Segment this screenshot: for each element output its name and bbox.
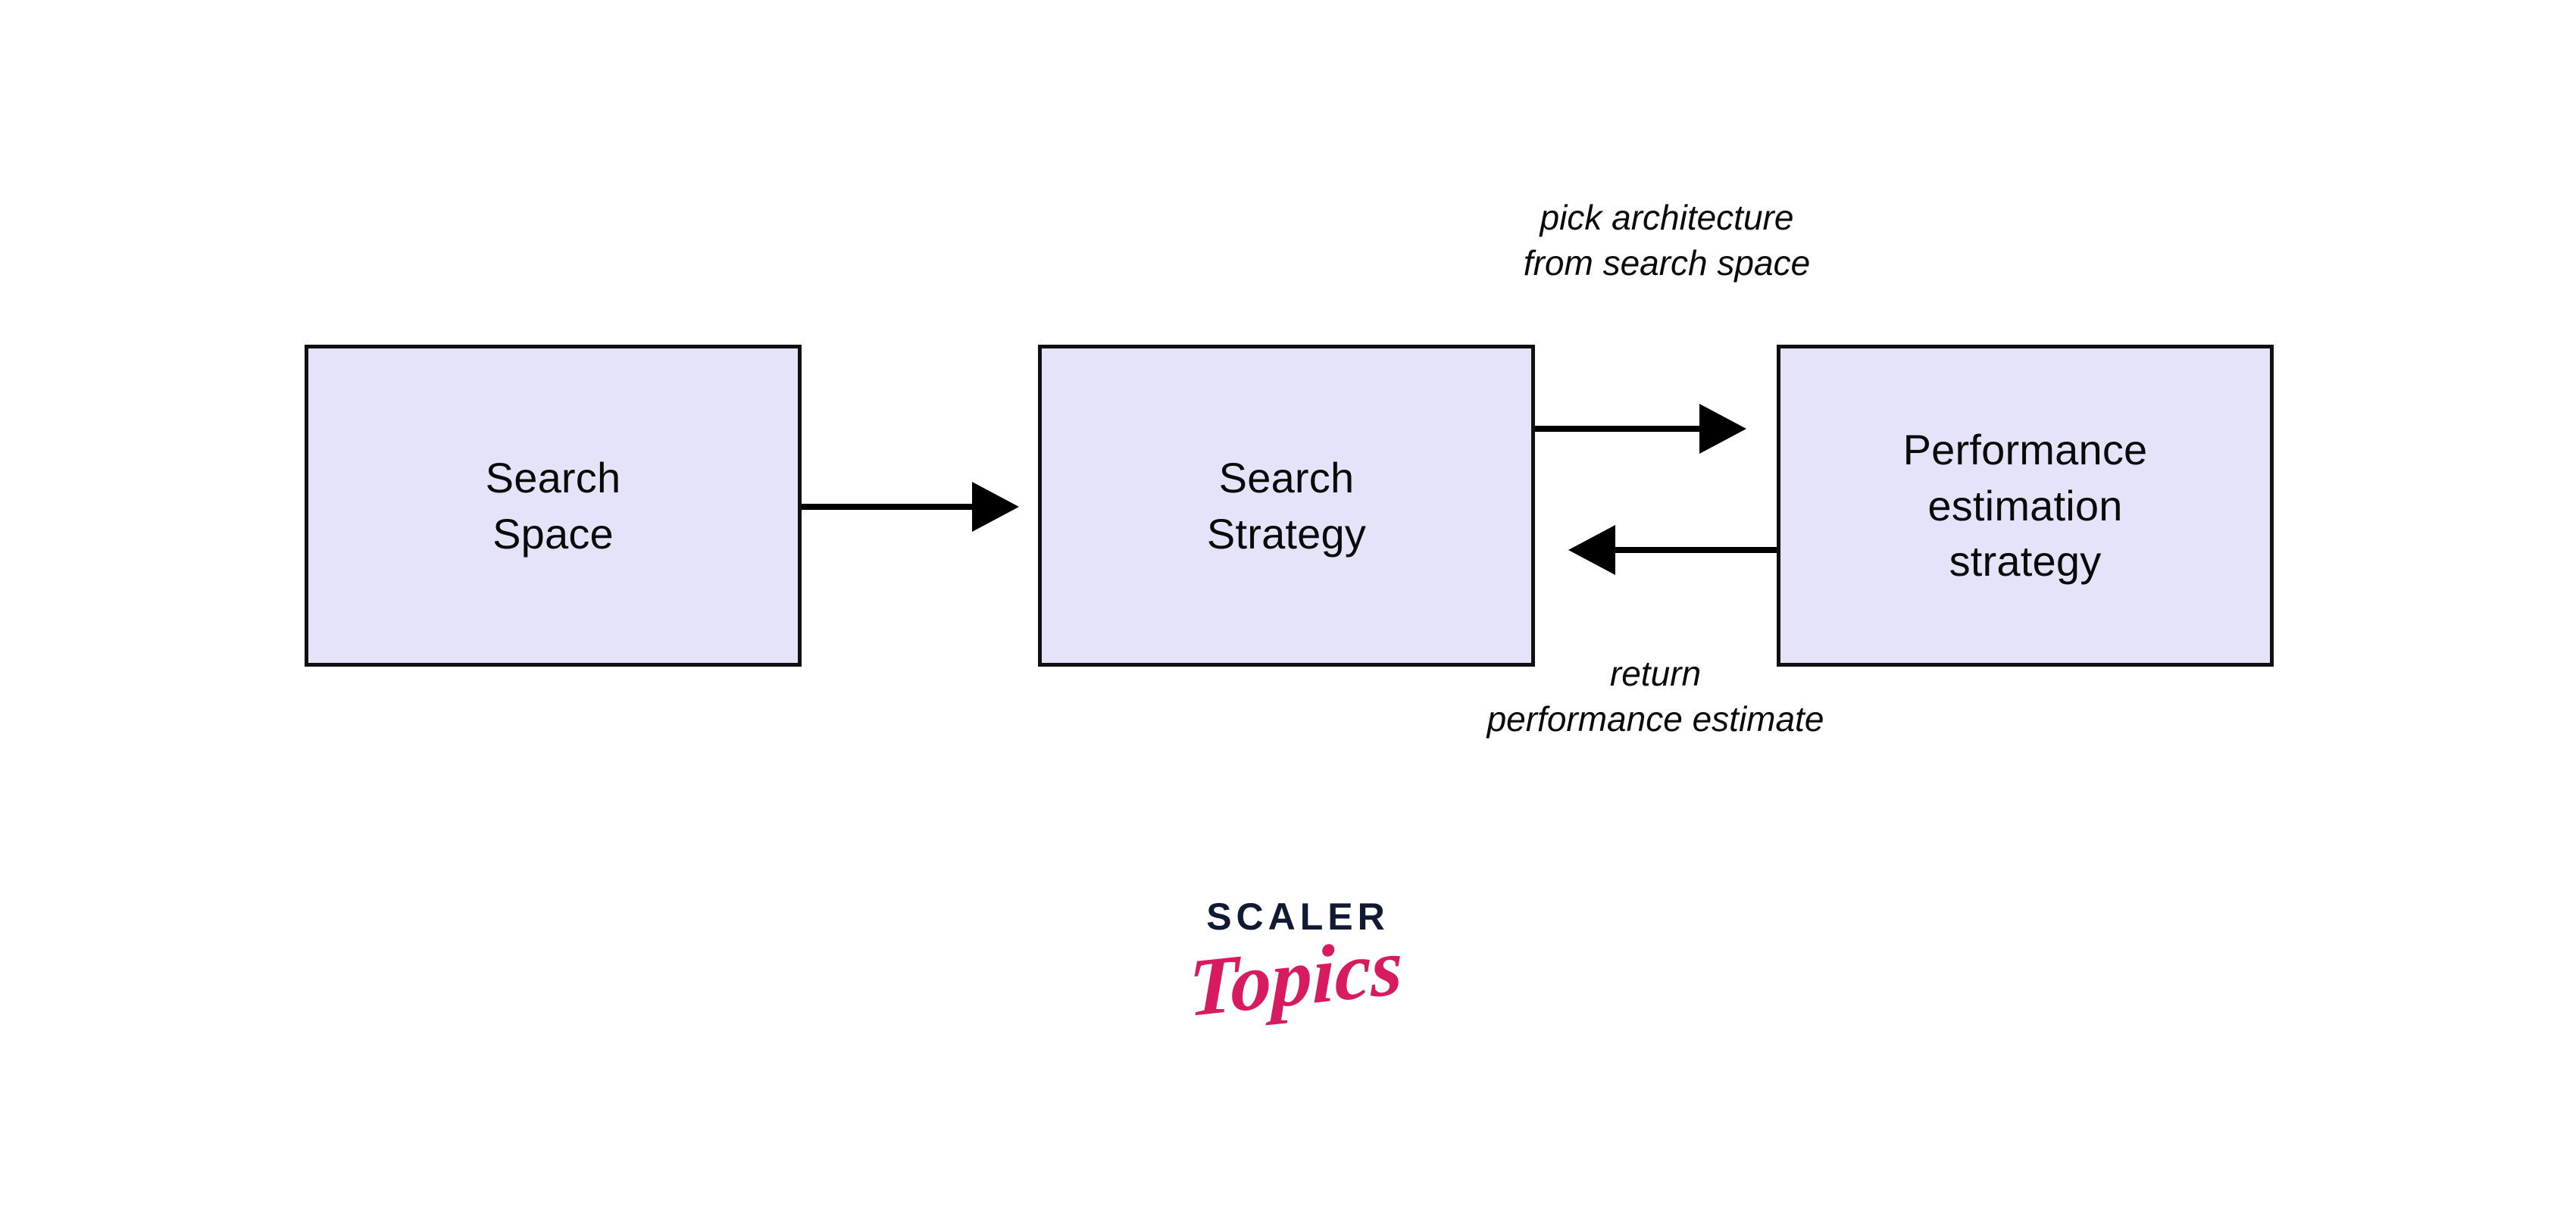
logo-wordmark-scaler: SCALER	[1206, 895, 1390, 938]
arrow-strategy-to-performance	[1535, 404, 1746, 454]
arrow-performance-to-strategy	[1568, 525, 1777, 575]
arrow-space-to-strategy	[802, 482, 1019, 532]
node-search-strategy-label: Search Strategy	[1206, 453, 1367, 558]
node-performance-estimation-strategy[interactable]: Performance estimation strategy	[1777, 345, 2274, 667]
node-search-space[interactable]: Search Space	[305, 345, 802, 667]
node-search-strategy[interactable]: Search Strategy	[1038, 345, 1535, 667]
edge-label-pick-architecture: pick architecture from search space	[1523, 198, 1811, 283]
edge-label-return-performance-estimate: return performance estimate	[1487, 654, 1824, 739]
node-performance-estimation-strategy-label: Performance estimation strategy	[1902, 425, 2148, 586]
logo-wordmark-topics: Topics	[1188, 920, 1403, 1035]
scaler-topics-logo[interactable]: SCALER Topics	[1167, 898, 1424, 1102]
node-search-space-label: Search Space	[485, 453, 621, 558]
